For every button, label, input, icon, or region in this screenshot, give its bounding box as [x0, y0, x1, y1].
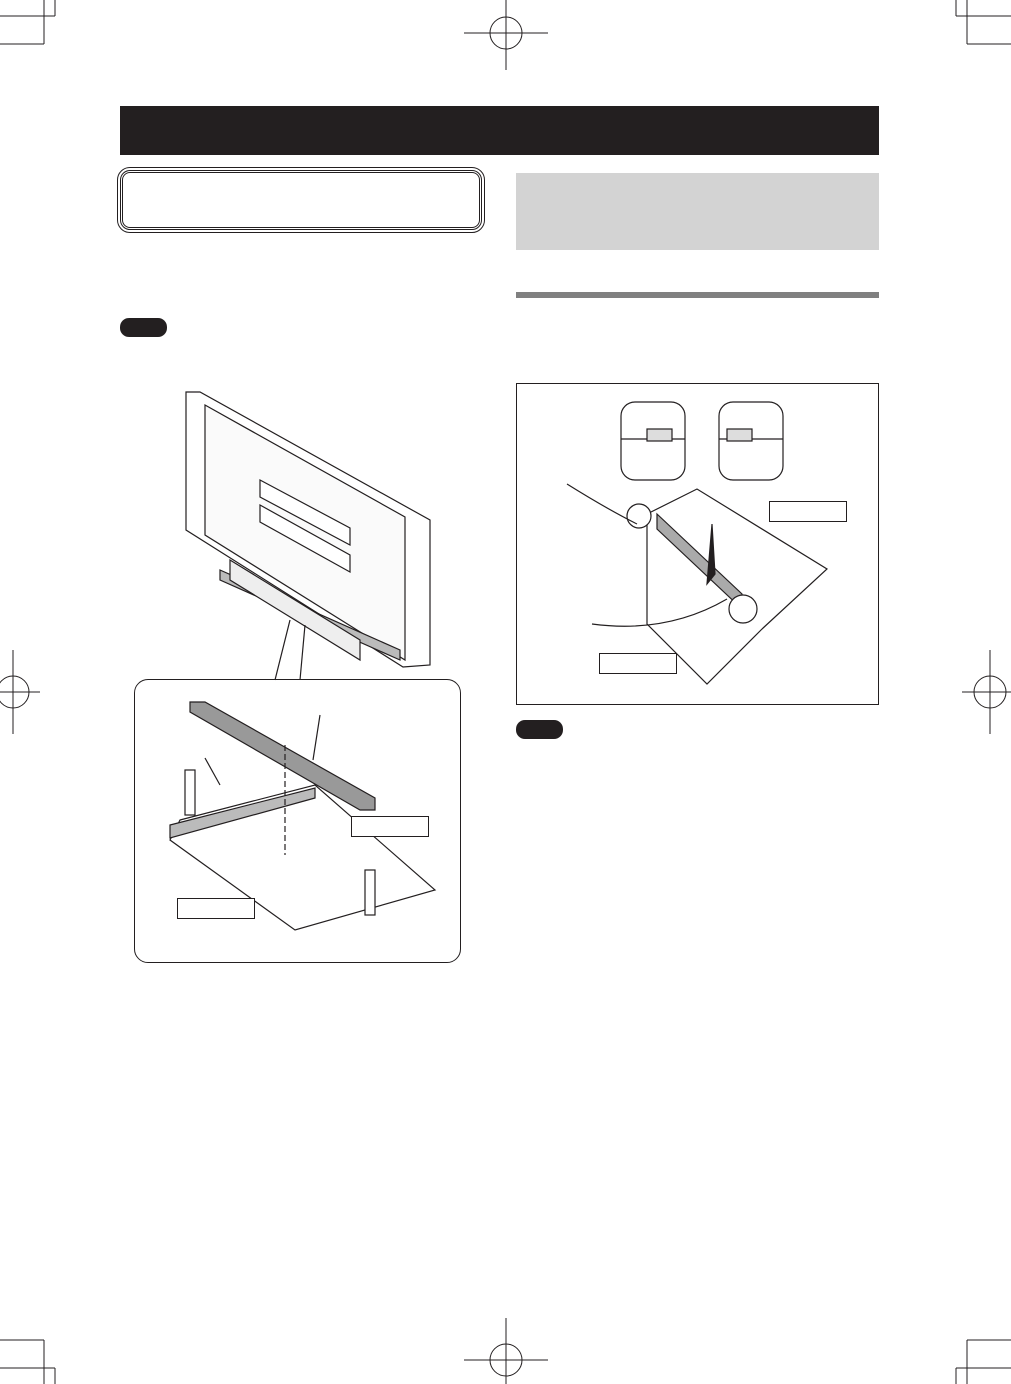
figure-label	[769, 501, 847, 522]
figure-label	[599, 653, 677, 674]
figure-label	[177, 898, 255, 919]
stand-assembly-figure	[516, 383, 879, 705]
note-badge-right	[516, 720, 563, 739]
heading-box	[516, 173, 879, 250]
header-bar	[120, 106, 879, 155]
figure-label	[351, 816, 429, 837]
section-title-box	[117, 167, 485, 233]
subheading-rule	[516, 292, 879, 298]
stand-detail-callout	[134, 679, 461, 963]
note-badge	[120, 318, 167, 337]
